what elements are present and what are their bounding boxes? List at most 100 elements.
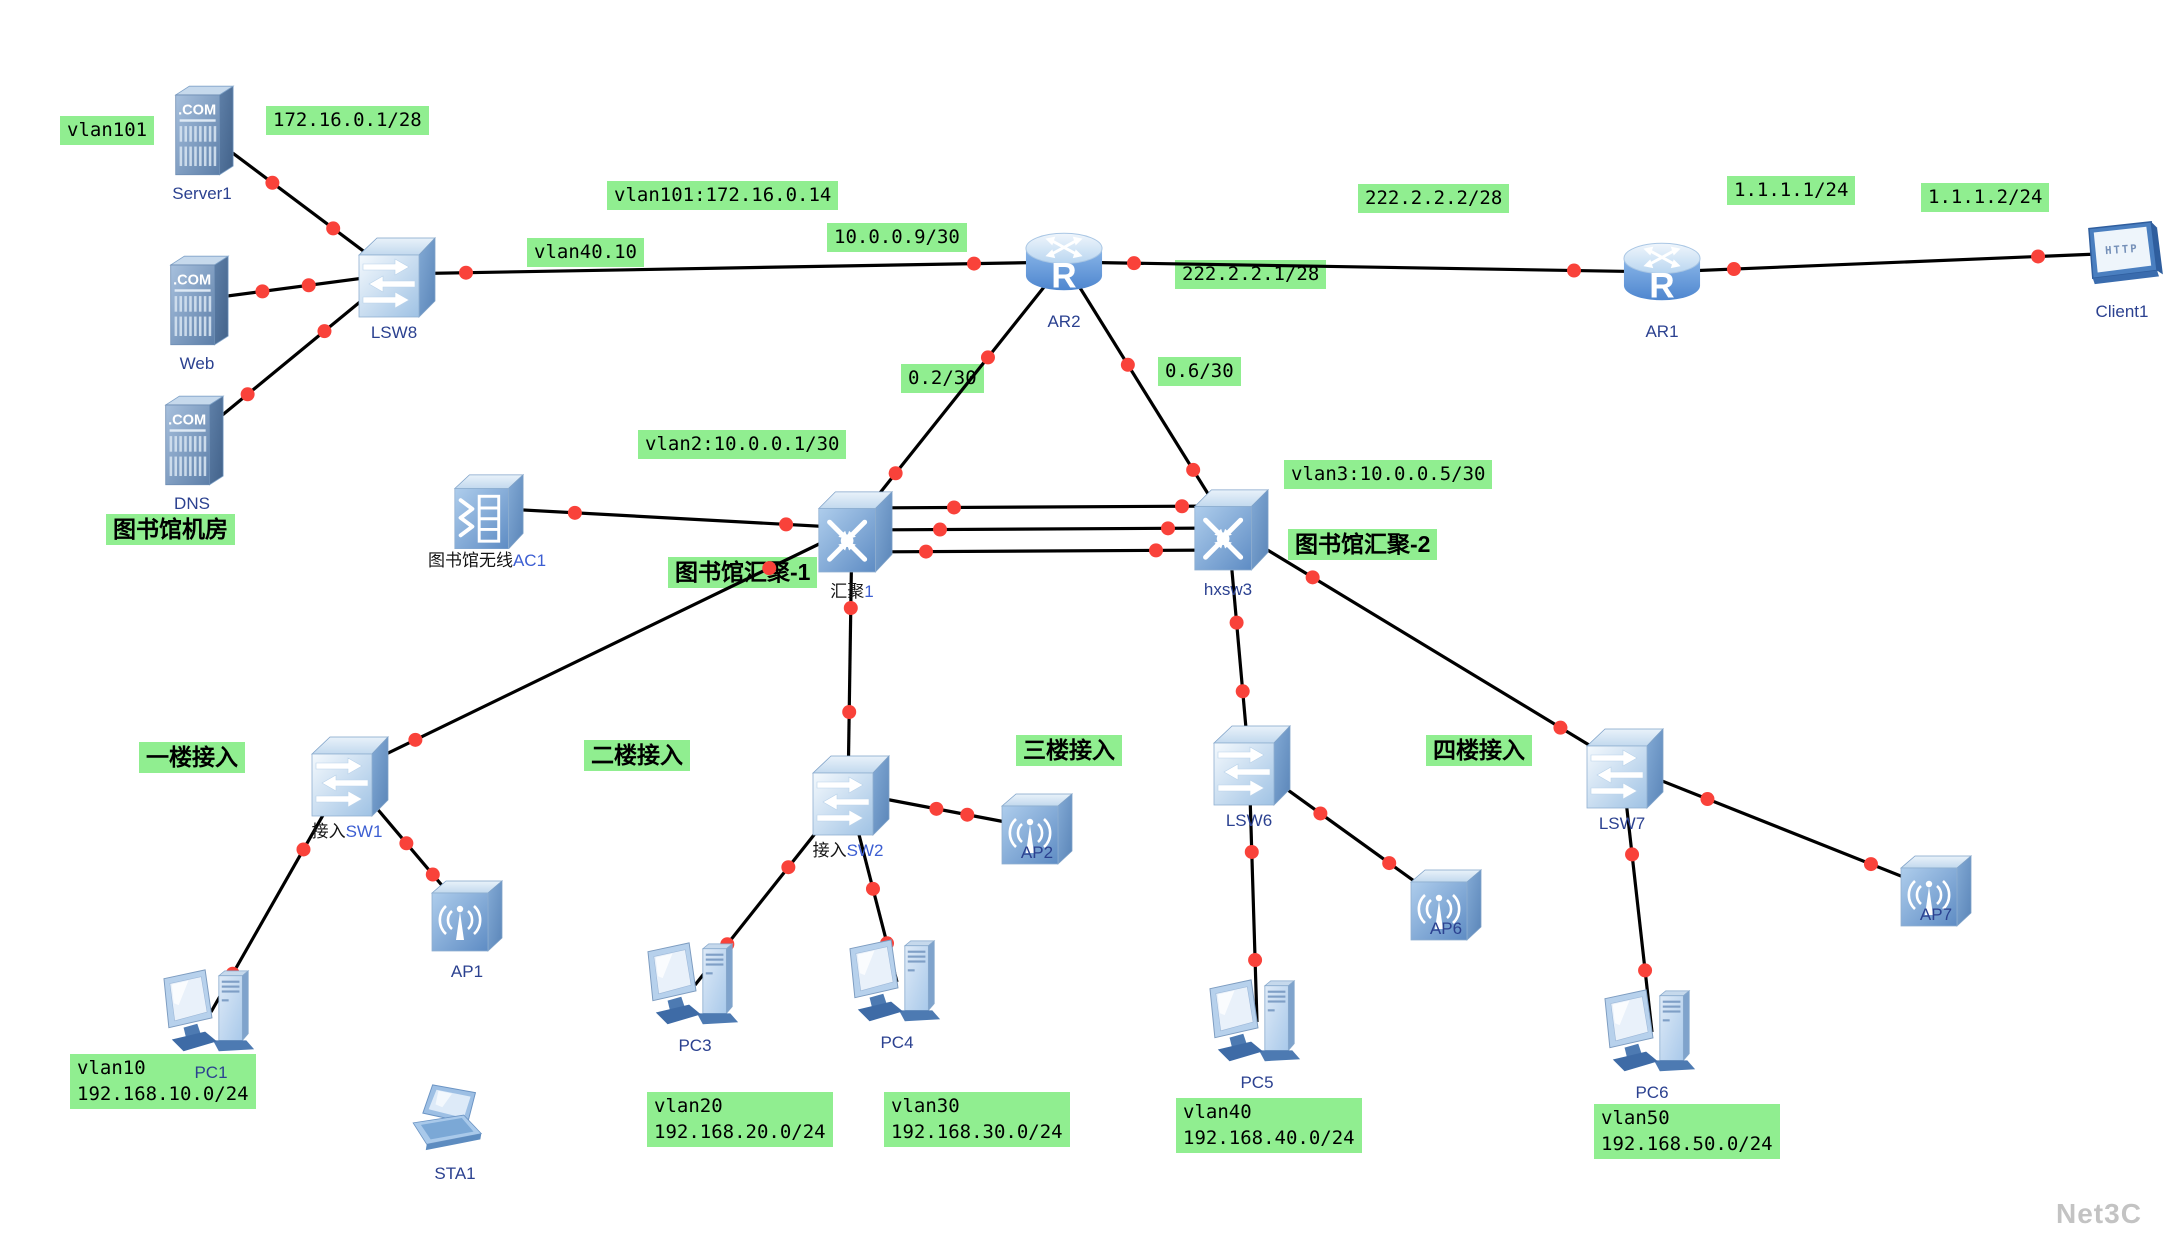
connection-dot <box>1726 262 1741 277</box>
connection-dot <box>240 387 255 402</box>
svg-text:.COM: .COM <box>173 272 211 288</box>
node-label-ap1: AP1 <box>450 962 484 981</box>
node-label-hxsw3: hxsw3 <box>1203 580 1253 599</box>
link-line-lsw7-ap7 <box>1621 763 1937 892</box>
node-ap2[interactable]: AP2 <box>995 787 1079 869</box>
node-pc6[interactable]: PC6 <box>1599 983 1705 1102</box>
node-client1[interactable]: HTTP Client1 <box>2081 216 2163 321</box>
connection-dot <box>1229 615 1244 630</box>
pc-icon <box>849 939 941 1022</box>
connection-dot <box>1863 857 1878 872</box>
node-ap6[interactable]: AP6 <box>1404 863 1488 945</box>
switch-icon <box>310 735 389 817</box>
node-label-ap6: AP6 <box>1429 919 1463 938</box>
annotation-text-line: vlan30 <box>891 1095 960 1117</box>
node-pc1[interactable]: PC1 <box>158 963 264 1082</box>
link-line-ac1-hj1 <box>486 506 853 530</box>
annotation-0.6/30: 0.6/30 <box>1158 357 1241 386</box>
mlswitch-icon <box>1193 488 1269 571</box>
client-icon: HTTP <box>2088 221 2163 285</box>
annotation-二楼接入: 二楼接入 <box>584 740 690 771</box>
node-hxsw3[interactable]: hxsw3 <box>1186 480 1270 599</box>
label-text-run: 汇聚 <box>830 582 865 601</box>
annotation-text-line: 192.168.20.0/24 <box>654 1121 826 1143</box>
node-dns[interactable]: .COM DNS <box>155 392 229 513</box>
node-label-pc6: PC6 <box>1635 1083 1669 1102</box>
link-line-server1-lsw8 <box>201 128 395 276</box>
node-pc4[interactable]: PC4 <box>844 933 950 1052</box>
label-text-run: SW2 <box>846 841 884 860</box>
node-label-lsw6: LSW6 <box>1225 811 1273 830</box>
node-lsw6[interactable]: LSW6 <box>1206 717 1292 830</box>
ap-icon <box>1899 855 1973 927</box>
link-line-ar2-hxsw3 <box>1062 261 1230 527</box>
node-label-ac1: 图书馆无线AC1 <box>428 551 546 571</box>
annotation-四楼接入: 四楼接入 <box>1426 735 1532 766</box>
node-ap1[interactable]: AP1 <box>425 874 509 981</box>
connection-dot <box>1700 792 1715 807</box>
node-server1[interactable]: .COM Server1 <box>165 82 239 203</box>
connection-dot <box>408 732 423 747</box>
connection-dot <box>980 350 995 365</box>
node-label-ap7: AP7 <box>1919 905 1953 924</box>
node-pc5[interactable]: PC5 <box>1204 973 1310 1092</box>
node-sta1[interactable]: STA1 <box>405 1080 505 1183</box>
connection-dot <box>865 881 880 896</box>
node-web[interactable]: .COM Web <box>160 252 234 373</box>
label-text-run: 图书馆无线 <box>427 551 513 570</box>
connection-dot <box>265 175 280 190</box>
node-lsw7[interactable]: LSW7 <box>1579 720 1665 833</box>
connection-dot <box>1235 684 1250 699</box>
node-label-sta1: STA1 <box>434 1164 476 1183</box>
annotation-0.2/30: 0.2/30 <box>901 364 984 393</box>
node-label-sw1: 接入SW1 <box>312 822 383 842</box>
connection-dot <box>1244 844 1259 859</box>
annotation-text-line: vlan20 <box>654 1095 723 1117</box>
link-line-lsw7-pc6 <box>1620 764 1654 1033</box>
label-text-run: 1 <box>864 582 874 601</box>
connection-dot <box>1126 256 1141 271</box>
connection-dot <box>301 278 316 293</box>
node-sw2[interactable]: 接入SW2 <box>805 747 891 860</box>
annotation-10.0.0.9/30: 10.0.0.9/30 <box>827 223 967 252</box>
server-icon: .COM <box>169 255 230 346</box>
mlswitch-icon <box>817 490 893 573</box>
connection-dot <box>1638 963 1653 978</box>
connection-dot <box>960 807 975 822</box>
node-pc3[interactable]: PC3 <box>642 936 748 1055</box>
router-icon: R <box>1623 242 1701 305</box>
node-lsw8[interactable]: LSW8 <box>351 229 437 342</box>
connection-dot <box>843 600 858 615</box>
pc-icon <box>163 969 255 1052</box>
connection-dot <box>762 561 777 576</box>
switch-icon <box>1212 724 1291 806</box>
router-icon: R <box>1025 232 1103 295</box>
label-text-run: AC1 <box>512 551 547 570</box>
annotation-vlan3:10.0.0.5/30: vlan3:10.0.0.5/30 <box>1284 460 1493 489</box>
node-ap7[interactable]: AP7 <box>1894 849 1978 931</box>
annotation-text-line: 192.168.50.0/24 <box>1601 1133 1773 1155</box>
node-sw1[interactable]: 接入SW1 <box>304 728 390 841</box>
node-label-lsw8: LSW8 <box>370 323 418 342</box>
connection-dot <box>1553 720 1568 735</box>
connection-dot <box>932 522 947 537</box>
node-label-pc4: PC4 <box>880 1033 914 1052</box>
svg-text:R: R <box>1051 256 1076 295</box>
pc-icon <box>647 942 739 1025</box>
annotation-text-line: vlan40 <box>1183 1101 1252 1123</box>
watermark: Net3C <box>2056 1198 2142 1229</box>
ac-icon <box>453 473 525 549</box>
connection-dot <box>458 265 473 280</box>
node-hj1[interactable]: 汇聚1 <box>810 482 894 601</box>
connection-dot <box>1313 806 1328 821</box>
switch-icon <box>811 754 890 836</box>
connection-dot <box>425 867 440 882</box>
node-ac1[interactable]: 图书馆无线AC1 <box>428 467 546 570</box>
svg-text:R: R <box>1649 266 1674 305</box>
connection-dot <box>1186 462 1201 477</box>
